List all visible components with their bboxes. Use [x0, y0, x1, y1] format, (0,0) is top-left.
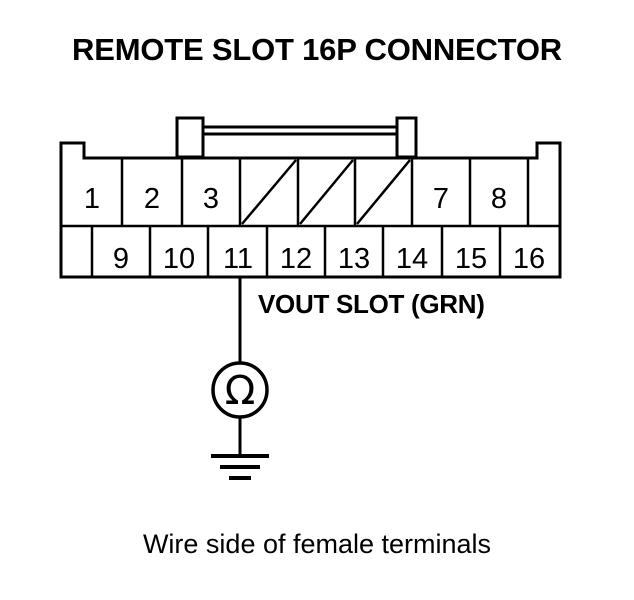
pin-cell-12[interactable]: 12: [280, 243, 312, 275]
pin-cell-11[interactable]: 11: [223, 243, 253, 275]
blank-cell-slash-6: [356, 159, 411, 225]
blank-cells: [241, 159, 411, 225]
diagram-caption: Wire side of female terminals: [143, 529, 491, 559]
pin-cell-3[interactable]: 3: [203, 183, 219, 215]
pin-cell-14[interactable]: 14: [396, 243, 428, 275]
pin-cell-16[interactable]: 16: [513, 243, 545, 275]
ohmmeter-symbol: Ω: [211, 361, 269, 419]
pin-cell-10[interactable]: 10: [163, 243, 195, 275]
top-row-pins: 1 2 3 7 8: [84, 183, 507, 215]
pin-cell-13[interactable]: 13: [338, 243, 370, 275]
top-row-dividers: [120, 158, 530, 226]
pin-cell-7[interactable]: 7: [433, 183, 449, 215]
pin-cell-15[interactable]: 15: [455, 243, 487, 275]
bottom-row-pins: 9 10 11 12 13 14 15 16: [113, 243, 545, 275]
blank-cell-slash-5: [299, 159, 354, 225]
ground-icon: [211, 454, 269, 480]
pin-cell-9[interactable]: 9: [113, 243, 129, 275]
pin-cell-1[interactable]: 1: [84, 183, 100, 215]
diagram-title: REMOTE SLOT 16P CONNECTOR: [72, 32, 562, 67]
vout-slot-label: VOUT SLOT (GRN): [258, 289, 485, 319]
blank-cell-slash-4: [241, 159, 297, 225]
pin-cell-2[interactable]: 2: [144, 183, 160, 215]
pin-cell-8[interactable]: 8: [491, 183, 507, 215]
bottom-row-dividers: [90, 226, 502, 277]
omega-icon: Ω: [225, 368, 256, 414]
